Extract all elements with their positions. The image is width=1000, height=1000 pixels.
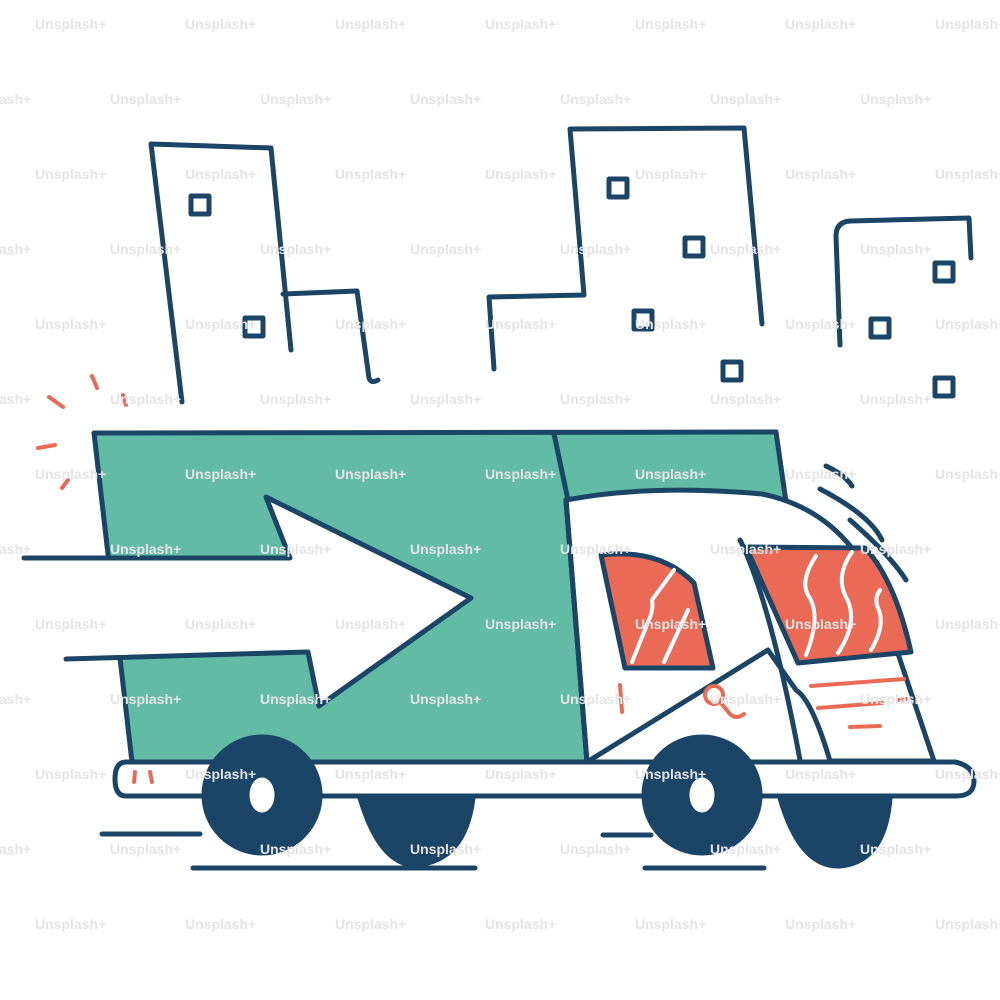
building-window (720, 359, 744, 383)
building-left (148, 141, 294, 405)
front-wheel-back (777, 795, 893, 869)
building-window (932, 260, 956, 284)
rear-wheel-back (357, 795, 476, 868)
speed-lines (99, 831, 767, 871)
building-window (932, 375, 956, 399)
building-right (833, 215, 974, 348)
city-buildings-icon (148, 125, 974, 405)
building-window (682, 235, 706, 259)
front-wheel (641, 734, 763, 856)
building-left-annex (280, 288, 381, 385)
cab-front (737, 537, 803, 763)
cab-edge (563, 497, 590, 765)
headlight-lines (809, 677, 908, 729)
building-window (631, 308, 655, 332)
building-window (868, 316, 892, 340)
building-window (188, 193, 212, 217)
building-window (606, 176, 630, 200)
side-window-glare (630, 568, 690, 664)
building-window (242, 315, 266, 339)
side-window (598, 551, 716, 671)
windshield (743, 544, 914, 666)
windshield-glare (803, 550, 883, 657)
rear-wheel (201, 734, 323, 856)
search-logo-icon (703, 684, 746, 719)
building-middle (486, 125, 765, 372)
arrow-icon (21, 494, 474, 709)
cargo-divider (551, 431, 571, 503)
motion-burst-icon (36, 374, 128, 490)
door-line (618, 683, 624, 714)
motion-arcs (817, 463, 909, 583)
chassis-marks (132, 770, 154, 784)
